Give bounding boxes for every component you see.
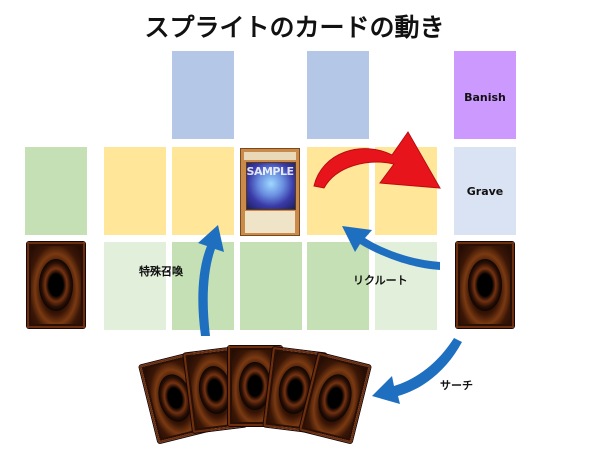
field-zone[interactable] xyxy=(25,147,87,235)
blue-arrow-recruit xyxy=(342,226,440,270)
page-title: スプライトのカードの動き xyxy=(144,13,445,42)
banish-zone[interactable]: Banish xyxy=(454,51,516,139)
card-name-bar xyxy=(244,152,296,160)
blue-arrow-search xyxy=(372,338,462,404)
spell-trap-zone-3[interactable] xyxy=(240,242,302,330)
extra-deck-card[interactable] xyxy=(456,242,514,328)
spell-trap-zone-1[interactable] xyxy=(104,242,166,330)
card-watermark: SAMPLE xyxy=(246,165,294,178)
spell-trap-zone-4[interactable] xyxy=(307,242,369,330)
search-label: サーチ xyxy=(440,379,473,392)
graveyard-zone[interactable]: Grave xyxy=(454,147,516,235)
monster-zone-1[interactable] xyxy=(104,147,166,235)
red-arrow-to-grave xyxy=(313,131,441,189)
grave-label: Grave xyxy=(466,185,504,198)
recruit-label: リクルート xyxy=(353,274,408,287)
card-text-box xyxy=(245,211,295,233)
blue-arrow-special-summon xyxy=(198,225,224,336)
main-deck-card[interactable] xyxy=(27,242,85,328)
face-up-monster-card[interactable]: SAMPLE xyxy=(240,148,300,236)
extra-monster-zone-left[interactable] xyxy=(172,51,234,139)
card-artwork xyxy=(246,162,296,210)
extra-monster-zone-right[interactable] xyxy=(307,51,369,139)
special-summon-label: 特殊召喚 xyxy=(139,265,183,278)
banish-label: Banish xyxy=(464,91,506,104)
monster-zone-2[interactable] xyxy=(172,147,234,235)
